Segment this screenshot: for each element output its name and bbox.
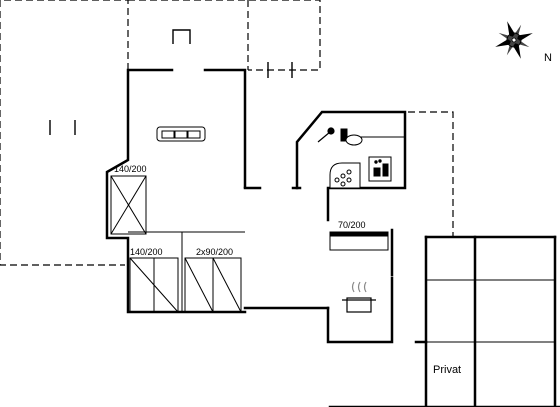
bed-label-3: 2x90/200 — [196, 247, 233, 257]
toilet-icon — [340, 128, 363, 146]
bed-label-2: 140/200 — [130, 247, 163, 257]
sauna-icon — [368, 156, 392, 182]
cooking-pot-icon — [342, 281, 376, 313]
bed-2 — [129, 257, 179, 313]
bed-label-1: 140/200 — [114, 164, 147, 174]
room-label-privat: Privat — [433, 364, 461, 376]
window-marks — [49, 29, 293, 135]
sofa-icon — [156, 126, 206, 142]
shower-icon — [317, 127, 335, 143]
terrace-outlines — [0, 0, 454, 266]
bed-1 — [110, 175, 147, 235]
bed-3 — [184, 257, 242, 313]
partitions — [128, 136, 555, 343]
whirlpool-icon — [329, 162, 361, 189]
bed-label-kitchen: 70/200 — [338, 220, 366, 230]
bed-kitchen — [329, 231, 389, 251]
walls — [105, 68, 560, 407]
compass-rose-icon — [495, 21, 533, 59]
compass-north-label: N — [544, 52, 552, 64]
